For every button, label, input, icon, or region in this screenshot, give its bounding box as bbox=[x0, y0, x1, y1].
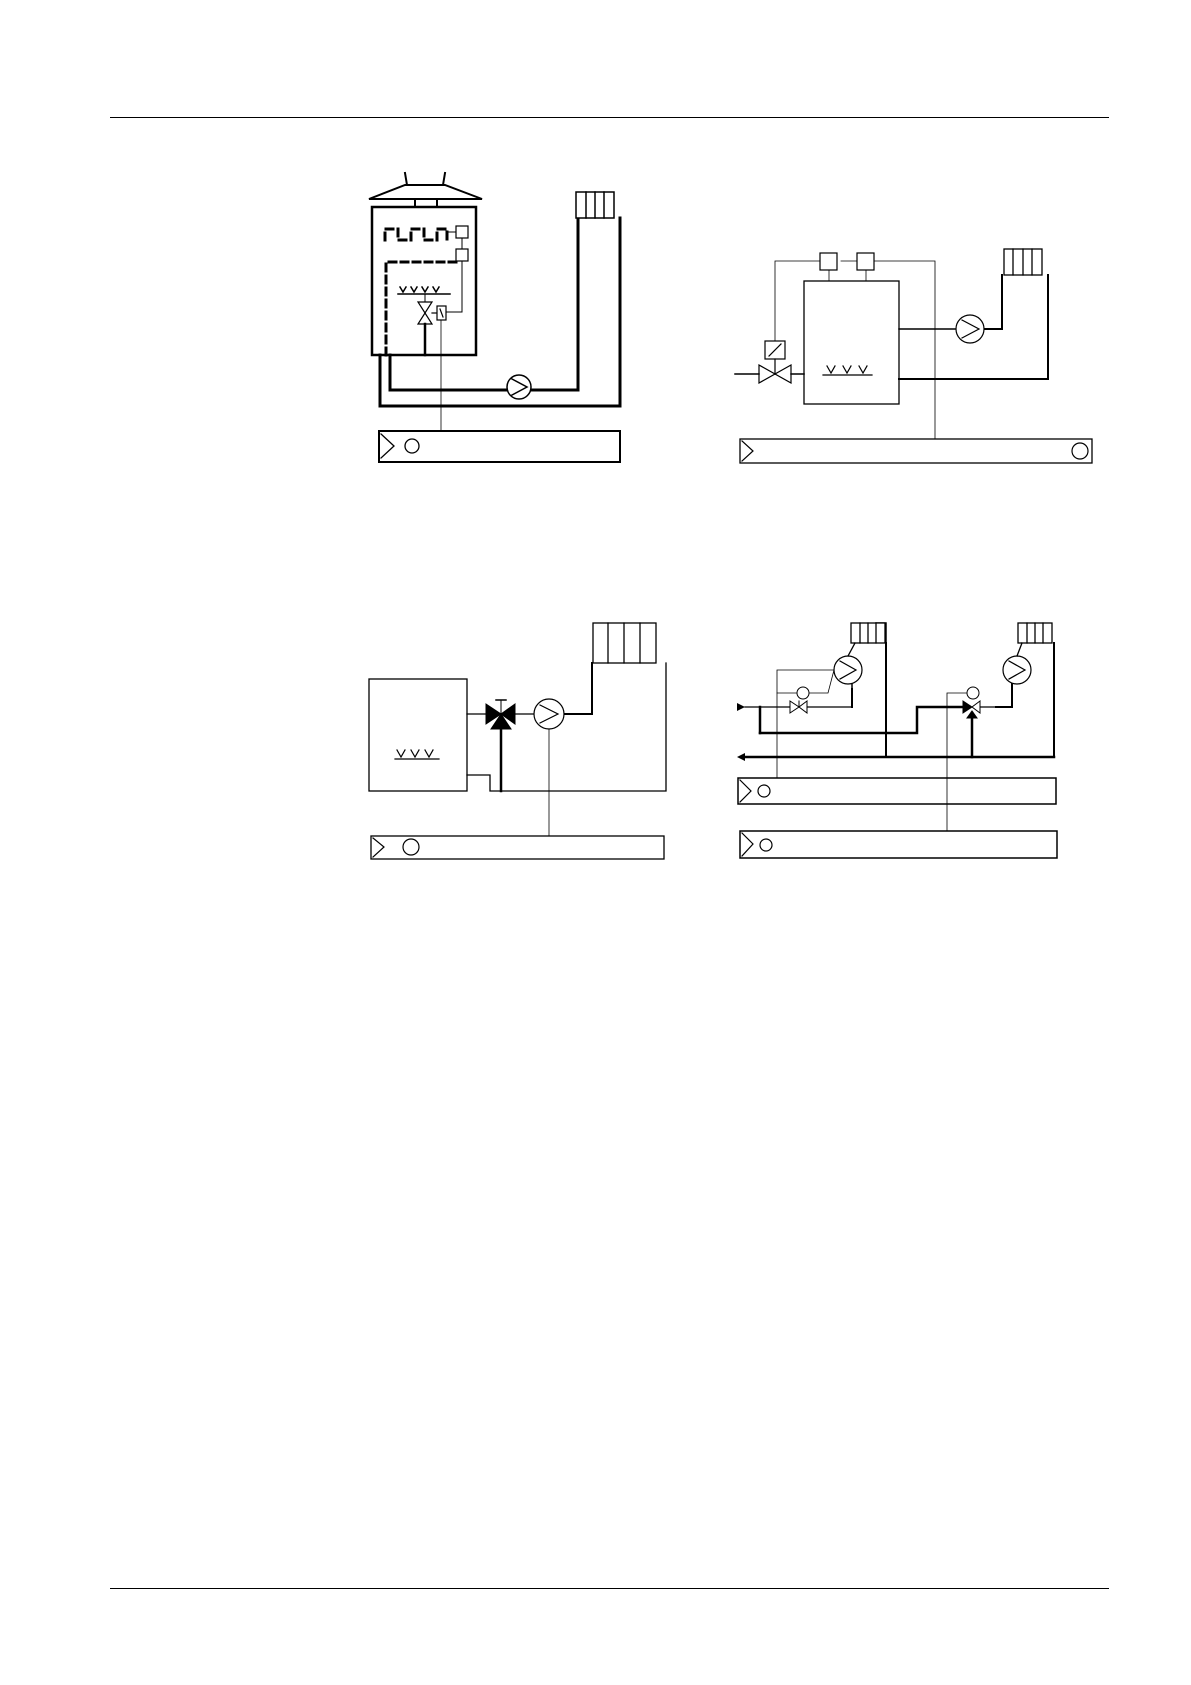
diagram-b-boiler-solenoid bbox=[735, 249, 1092, 463]
controller-icon bbox=[740, 831, 1057, 858]
controller-icon bbox=[740, 439, 1092, 463]
solenoid-valve-icon bbox=[759, 341, 791, 383]
flue-hood-icon bbox=[369, 173, 482, 207]
diagram-a-gas-boiler bbox=[369, 173, 620, 462]
radiator-icon bbox=[593, 623, 656, 663]
heat-exchanger-icon bbox=[385, 229, 457, 355]
pump-icon bbox=[956, 315, 984, 343]
control-box-2 bbox=[857, 253, 874, 270]
control-box-1 bbox=[456, 226, 468, 238]
diagram-d-dual-circuit bbox=[737, 623, 1057, 858]
burner-icon bbox=[398, 287, 450, 294]
radiator-icon bbox=[851, 623, 885, 643]
burner-icon bbox=[823, 366, 872, 375]
pump-icon bbox=[834, 656, 862, 684]
controller-icon bbox=[371, 836, 664, 859]
pump-icon bbox=[1003, 656, 1031, 684]
flow-pipe-riser bbox=[532, 218, 578, 390]
mixing-valve-icon bbox=[963, 687, 980, 718]
controller-icon bbox=[379, 431, 620, 462]
flow-pipe bbox=[390, 355, 506, 390]
radiator-icon bbox=[576, 192, 614, 218]
controller-icon bbox=[738, 778, 1056, 804]
supply-arrow-icon bbox=[737, 703, 745, 711]
pump-icon bbox=[534, 699, 564, 729]
control-box-2 bbox=[456, 249, 468, 261]
boiler-icon bbox=[804, 281, 899, 404]
radiator-icon bbox=[1018, 623, 1052, 643]
pump-icon bbox=[507, 375, 531, 399]
control-box-1 bbox=[820, 253, 837, 270]
mixing-valve-icon bbox=[790, 687, 809, 713]
radiator-icon bbox=[1004, 249, 1042, 275]
gas-valve-icon bbox=[418, 302, 446, 324]
diagram-c-mixing-valve bbox=[369, 623, 666, 859]
burner-icon bbox=[395, 750, 439, 759]
return-pipe bbox=[380, 218, 620, 406]
boiler-icon bbox=[369, 679, 467, 791]
three-way-mixing-valve-icon bbox=[486, 700, 515, 729]
